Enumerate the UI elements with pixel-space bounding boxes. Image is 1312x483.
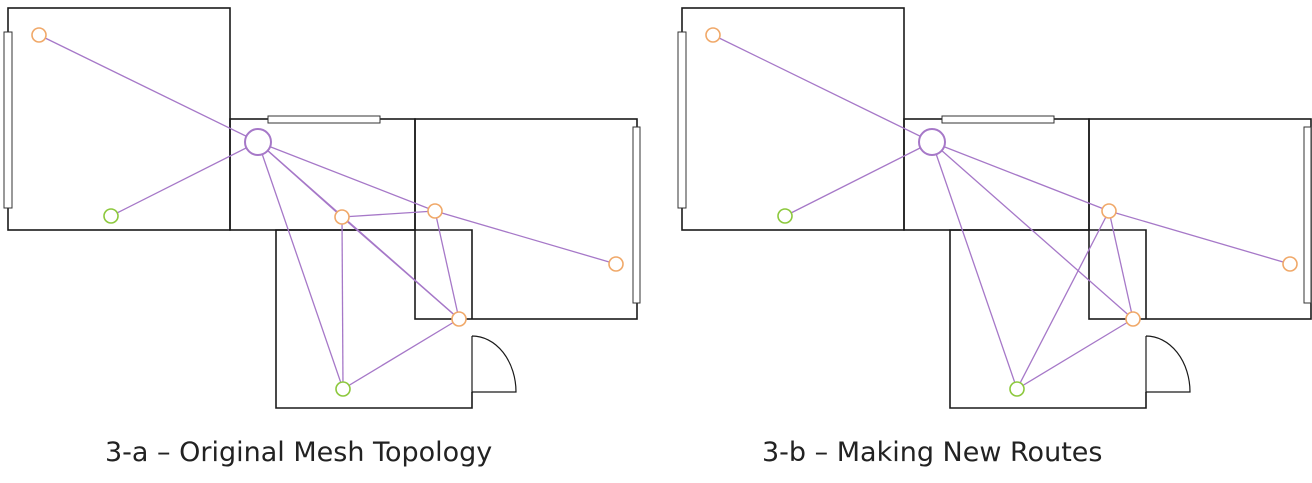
mesh-link-o2-o5 bbox=[341, 216, 460, 320]
node-end-device-o2 bbox=[334, 209, 350, 225]
window-right bbox=[632, 126, 641, 304]
floorplan-walls bbox=[3, 7, 641, 409]
window-top bbox=[941, 115, 1055, 124]
room-bottom bbox=[949, 229, 1147, 409]
mesh-link-o2-o3 bbox=[341, 210, 436, 218]
mesh-link-o3-g2 bbox=[1016, 210, 1110, 390]
mesh-link-o3-o5 bbox=[434, 210, 460, 320]
window-left bbox=[3, 31, 13, 209]
node-coordinator-g1 bbox=[103, 208, 119, 224]
node-end-device-o1 bbox=[31, 27, 47, 43]
panel-new-routes: 3-b – Making New Routes bbox=[674, 0, 1312, 483]
node-coordinator-g1 bbox=[777, 208, 793, 224]
panel-caption: 3-a – Original Mesh Topology bbox=[105, 437, 493, 468]
mesh-link-hub-g1 bbox=[784, 141, 933, 217]
mesh-link-hub-o1 bbox=[38, 34, 259, 143]
room-right bbox=[1088, 118, 1312, 320]
mesh-link-hub-o3 bbox=[257, 141, 436, 212]
door-arc bbox=[471, 335, 517, 393]
mesh-link-hub-o3 bbox=[931, 141, 1110, 212]
mesh-nodes bbox=[705, 27, 1298, 397]
window-top bbox=[267, 115, 381, 124]
floorplan-walls bbox=[677, 7, 1312, 409]
node-end-device-o5 bbox=[451, 311, 467, 327]
floorplan-diagram bbox=[3, 7, 641, 409]
mesh-link-hub-o5 bbox=[931, 141, 1134, 320]
node-coordinator-g2 bbox=[1009, 381, 1025, 397]
node-end-device-o1 bbox=[705, 27, 721, 43]
mesh-link-hub-o1 bbox=[712, 34, 933, 143]
node-end-device-o4 bbox=[1282, 256, 1298, 272]
mesh-link-o3-o4 bbox=[1108, 210, 1291, 265]
mesh-link-o3-o4 bbox=[434, 210, 617, 265]
node-coordinator-g2 bbox=[335, 381, 351, 397]
node-end-device-o3 bbox=[427, 203, 443, 219]
mesh-link-hub-g2 bbox=[257, 141, 344, 390]
panel-caption: 3-b – Making New Routes bbox=[762, 437, 1103, 468]
window-left bbox=[677, 31, 687, 209]
room-bottom bbox=[275, 229, 473, 409]
room-right bbox=[414, 118, 638, 320]
mesh-link-o5-g2 bbox=[342, 318, 460, 390]
mesh-link-o5-g2 bbox=[1016, 318, 1134, 390]
panel-original-mesh: 3-a – Original Mesh Topology bbox=[3, 7, 641, 468]
node-end-device-o3 bbox=[1101, 203, 1117, 219]
node-router-hub bbox=[918, 128, 946, 156]
mesh-nodes bbox=[31, 27, 624, 397]
mesh-links bbox=[38, 34, 617, 390]
floorplan-diagram bbox=[677, 7, 1312, 409]
mesh-link-o2-g2 bbox=[341, 216, 344, 390]
mesh-link-hub-g1 bbox=[110, 141, 259, 217]
mesh-link-o3-o5 bbox=[1108, 210, 1134, 320]
window-right bbox=[1303, 126, 1312, 304]
mesh-links bbox=[712, 34, 1291, 390]
node-end-device-o4 bbox=[608, 256, 624, 272]
node-router-hub bbox=[244, 128, 272, 156]
mesh-link-hub-g2 bbox=[931, 141, 1018, 390]
door-arc bbox=[1145, 335, 1191, 393]
node-end-device-o5 bbox=[1125, 311, 1141, 327]
